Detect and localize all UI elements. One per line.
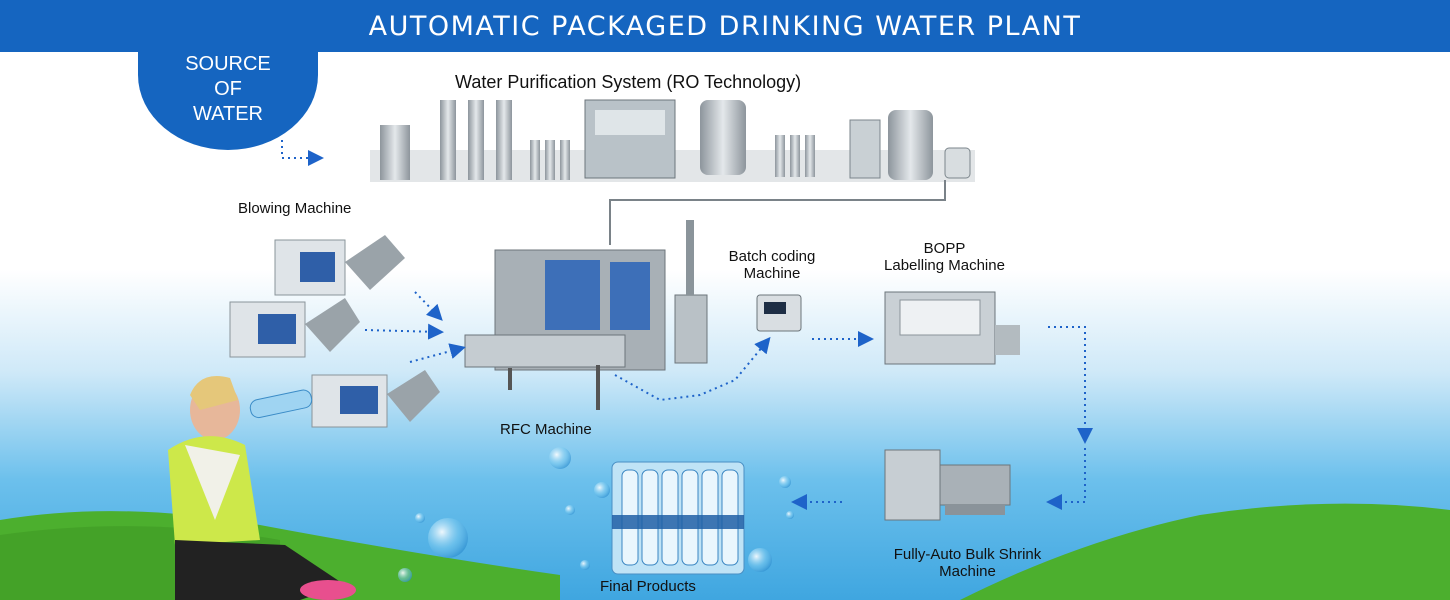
label-blowing-machine: Blowing Machine <box>238 200 352 217</box>
label-rfc-machine: RFC Machine <box>500 421 592 438</box>
source-line-3: WATER <box>193 102 263 125</box>
source-line-2: OF <box>214 77 242 100</box>
bulk-shrink-machine <box>884 449 1011 521</box>
source-line-1: SOURCE <box>185 52 271 75</box>
arrow-shrink-loop <box>1046 448 1086 510</box>
label-bopp-line-2: Labelling Machine <box>884 257 1005 274</box>
label-purification-system: Water Purification System (RO Technology… <box>455 72 802 92</box>
arrow-rfc-to-batch <box>614 336 771 402</box>
woman-drinking-figure <box>168 376 356 600</box>
label-final-products: Final Products <box>600 578 696 595</box>
batch-coding-machine <box>756 294 802 332</box>
bopp-labelling-machine <box>884 291 1020 365</box>
label-shrink-line-2: Machine <box>939 563 996 580</box>
rfc-machine <box>464 220 708 410</box>
label-bopp-line-1: BOPP <box>923 240 966 257</box>
label-batch-line-1: Batch coding <box>728 248 816 265</box>
decorative-bubbles <box>398 447 794 582</box>
label-shrink-machine: Fully-Auto Bulk Shrink Machine <box>880 546 1055 580</box>
label-bopp-labelling: BOPP Labelling Machine <box>872 240 1017 274</box>
label-batch-line-2: Machine <box>743 265 801 282</box>
arrow-source-to-purification <box>281 140 324 166</box>
arrow-blowing-1-to-rfc <box>414 291 443 321</box>
final-products <box>611 461 745 575</box>
label-batch-coding: Batch coding Machine <box>722 248 822 282</box>
water-purification-system <box>370 99 975 182</box>
arrow-bopp-to-shrink <box>1048 326 1093 444</box>
label-shrink-line-1: Fully-Auto Bulk Shrink <box>893 546 1042 563</box>
blowing-machines <box>229 235 440 428</box>
source-of-water-badge: SOURCE OF WATER <box>138 20 318 150</box>
flow-arrows <box>281 140 1093 510</box>
arrow-blowing-2-to-rfc <box>364 323 444 340</box>
page-title: AUTOMATIC PACKAGED DRINKING WATER PLANT <box>368 10 1082 42</box>
